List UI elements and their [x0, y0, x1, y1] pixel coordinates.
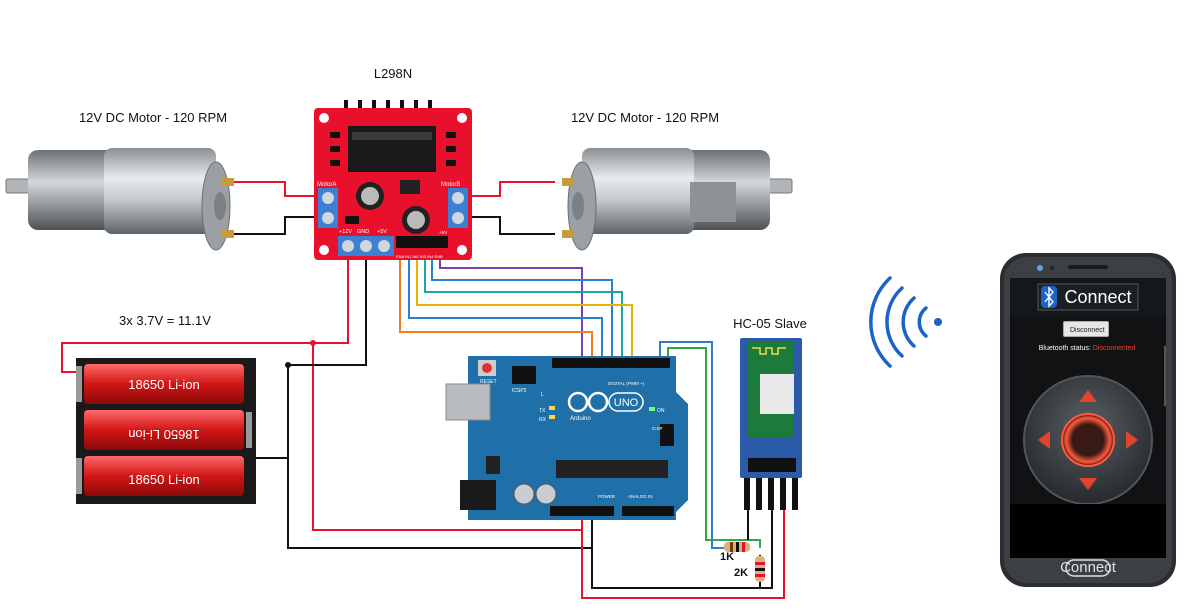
motor-left-label: 12V DC Motor - 120 RPM	[79, 110, 227, 125]
resistor-2k-label: 2K	[734, 567, 748, 579]
power-label: POWER	[598, 494, 616, 499]
motor-icon	[5, 148, 234, 251]
joystick[interactable]	[1023, 375, 1153, 505]
resistor-1k	[724, 542, 750, 552]
cell-2-label: 18650 Li-ion	[128, 427, 200, 442]
icsp-label: ICSP	[652, 426, 663, 431]
motor-b-label: MotorB	[441, 182, 460, 188]
home-button-label[interactable]: Connect	[1060, 559, 1117, 576]
resistor-1k-label: 1K	[720, 551, 734, 563]
hc05-label: HC-05 Slave	[733, 316, 807, 331]
cell-3-label: 18650 Li-ion	[128, 472, 200, 487]
reset-label: RESET	[480, 379, 497, 385]
smartphone: Connect Connect	[1000, 253, 1176, 587]
arduino-uno: RESET ICSP2 DIGITAL (PWM ~) ICSP POWER A…	[445, 356, 688, 520]
bluetooth-status: Bluetooth status: Disconnected	[1012, 345, 1162, 352]
l298n-label: L298N	[374, 66, 412, 81]
bluetooth-icon	[1041, 286, 1057, 308]
disconnect-button[interactable]: Disconnect	[1063, 321, 1109, 337]
wireless-signal-icon	[869, 276, 942, 368]
v5-small-label: +5V	[439, 230, 447, 235]
battery-formula: 3x 3.7V = 11.1V	[119, 313, 211, 328]
l298n-driver: L298N MotorA MotorB +12V	[314, 66, 472, 260]
digital-label: DIGITAL (PWM ~)	[608, 381, 645, 386]
arduino-logo	[567, 391, 644, 413]
motor-right: 12V DC Motor - 120 RPM	[562, 110, 793, 251]
v12-label: +12V	[339, 229, 352, 235]
bluetooth-status-value: Disconnected	[1092, 345, 1136, 352]
bluetooth-status-label: Bluetooth status:	[1038, 345, 1091, 352]
app-title: Connect	[1064, 287, 1131, 307]
tx-label: TX	[539, 408, 546, 414]
hc05-module: HC-05 Slave	[733, 316, 807, 510]
resistor-2k	[755, 556, 765, 582]
motor-a-label: MotorA	[317, 182, 336, 188]
on-led-label: ON	[657, 408, 665, 414]
battery-icon	[76, 358, 256, 504]
arduino-model: UNO	[614, 397, 639, 409]
battery-pack: 3x 3.7V = 11.1V 18650 Li-ion 18650 Li-io…	[76, 313, 256, 504]
l-led-label: L	[541, 392, 544, 398]
cell-1-label: 18650 Li-ion	[128, 377, 200, 392]
input-pins-label: ENA IN1 IN2 IN3 IN4 ENB	[396, 254, 443, 259]
rx-label: RX	[539, 417, 547, 423]
icsp2-label: ICSP2	[512, 388, 527, 394]
analog-label: ANALOG IN	[628, 494, 653, 499]
v5-label: +5V	[377, 229, 387, 235]
motor-icon	[562, 148, 793, 251]
arduino-brand: Arduino	[570, 416, 591, 422]
motor-right-label: 12V DC Motor - 120 RPM	[571, 110, 719, 125]
motor-left: 12V DC Motor - 120 RPM	[5, 110, 234, 251]
gnd-label: GND	[357, 229, 369, 235]
